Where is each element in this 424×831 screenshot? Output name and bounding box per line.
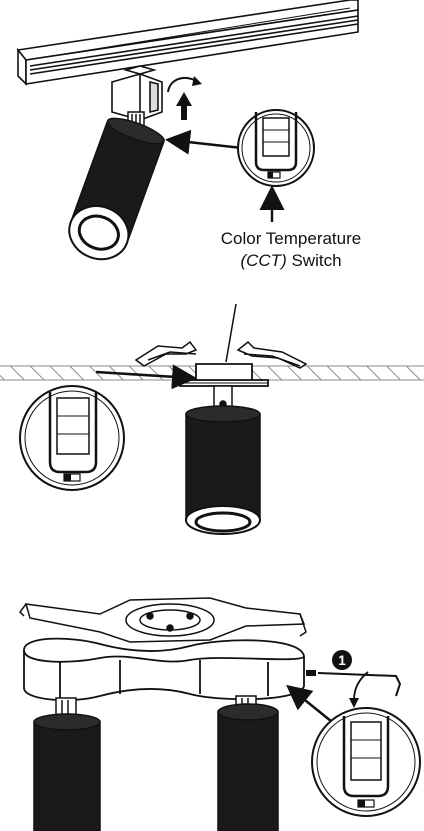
panel-ceiling-mount <box>0 303 424 535</box>
spot-cylinder <box>68 117 165 261</box>
track-rail <box>16 0 359 86</box>
spring-clip-left <box>134 340 198 367</box>
callout-line-2: (CCT) Switch <box>240 251 341 270</box>
hex-key-icon <box>306 670 402 697</box>
panel-multi-head: 1 <box>19 597 421 831</box>
panel-track-mount: Color Temperature (CCT) Switch <box>16 0 361 270</box>
spot-cylinder-3a <box>33 713 101 831</box>
spot-cylinder-3b <box>217 703 279 831</box>
housing-ring <box>23 637 305 701</box>
callout-line-1: Color Temperature <box>221 229 361 248</box>
pointer-arrow <box>165 129 243 155</box>
mounting-plate <box>19 597 307 643</box>
push-up-arrow-icon <box>176 92 192 120</box>
supply-wire <box>225 303 237 363</box>
cct-switch-zoom-2 <box>19 385 125 491</box>
tighten-arrow-icon <box>349 671 369 708</box>
spot-cylinder-2 <box>185 405 261 535</box>
cct-switch-label: Color Temperature (CCT) Switch <box>221 229 361 270</box>
step-number-badge: 1 <box>332 650 352 670</box>
cct-switch-zoom-3 <box>311 707 421 817</box>
rotate-arrow-icon <box>167 76 202 93</box>
spring-clip-right <box>236 340 308 369</box>
step-number-text: 1 <box>338 652 346 668</box>
cct-switch-zoom <box>237 109 315 187</box>
pointer-arrow-2 <box>95 364 197 390</box>
callout-cct-abbrev: (CCT) <box>240 251 286 270</box>
callout-switch-word: Switch <box>287 251 342 270</box>
